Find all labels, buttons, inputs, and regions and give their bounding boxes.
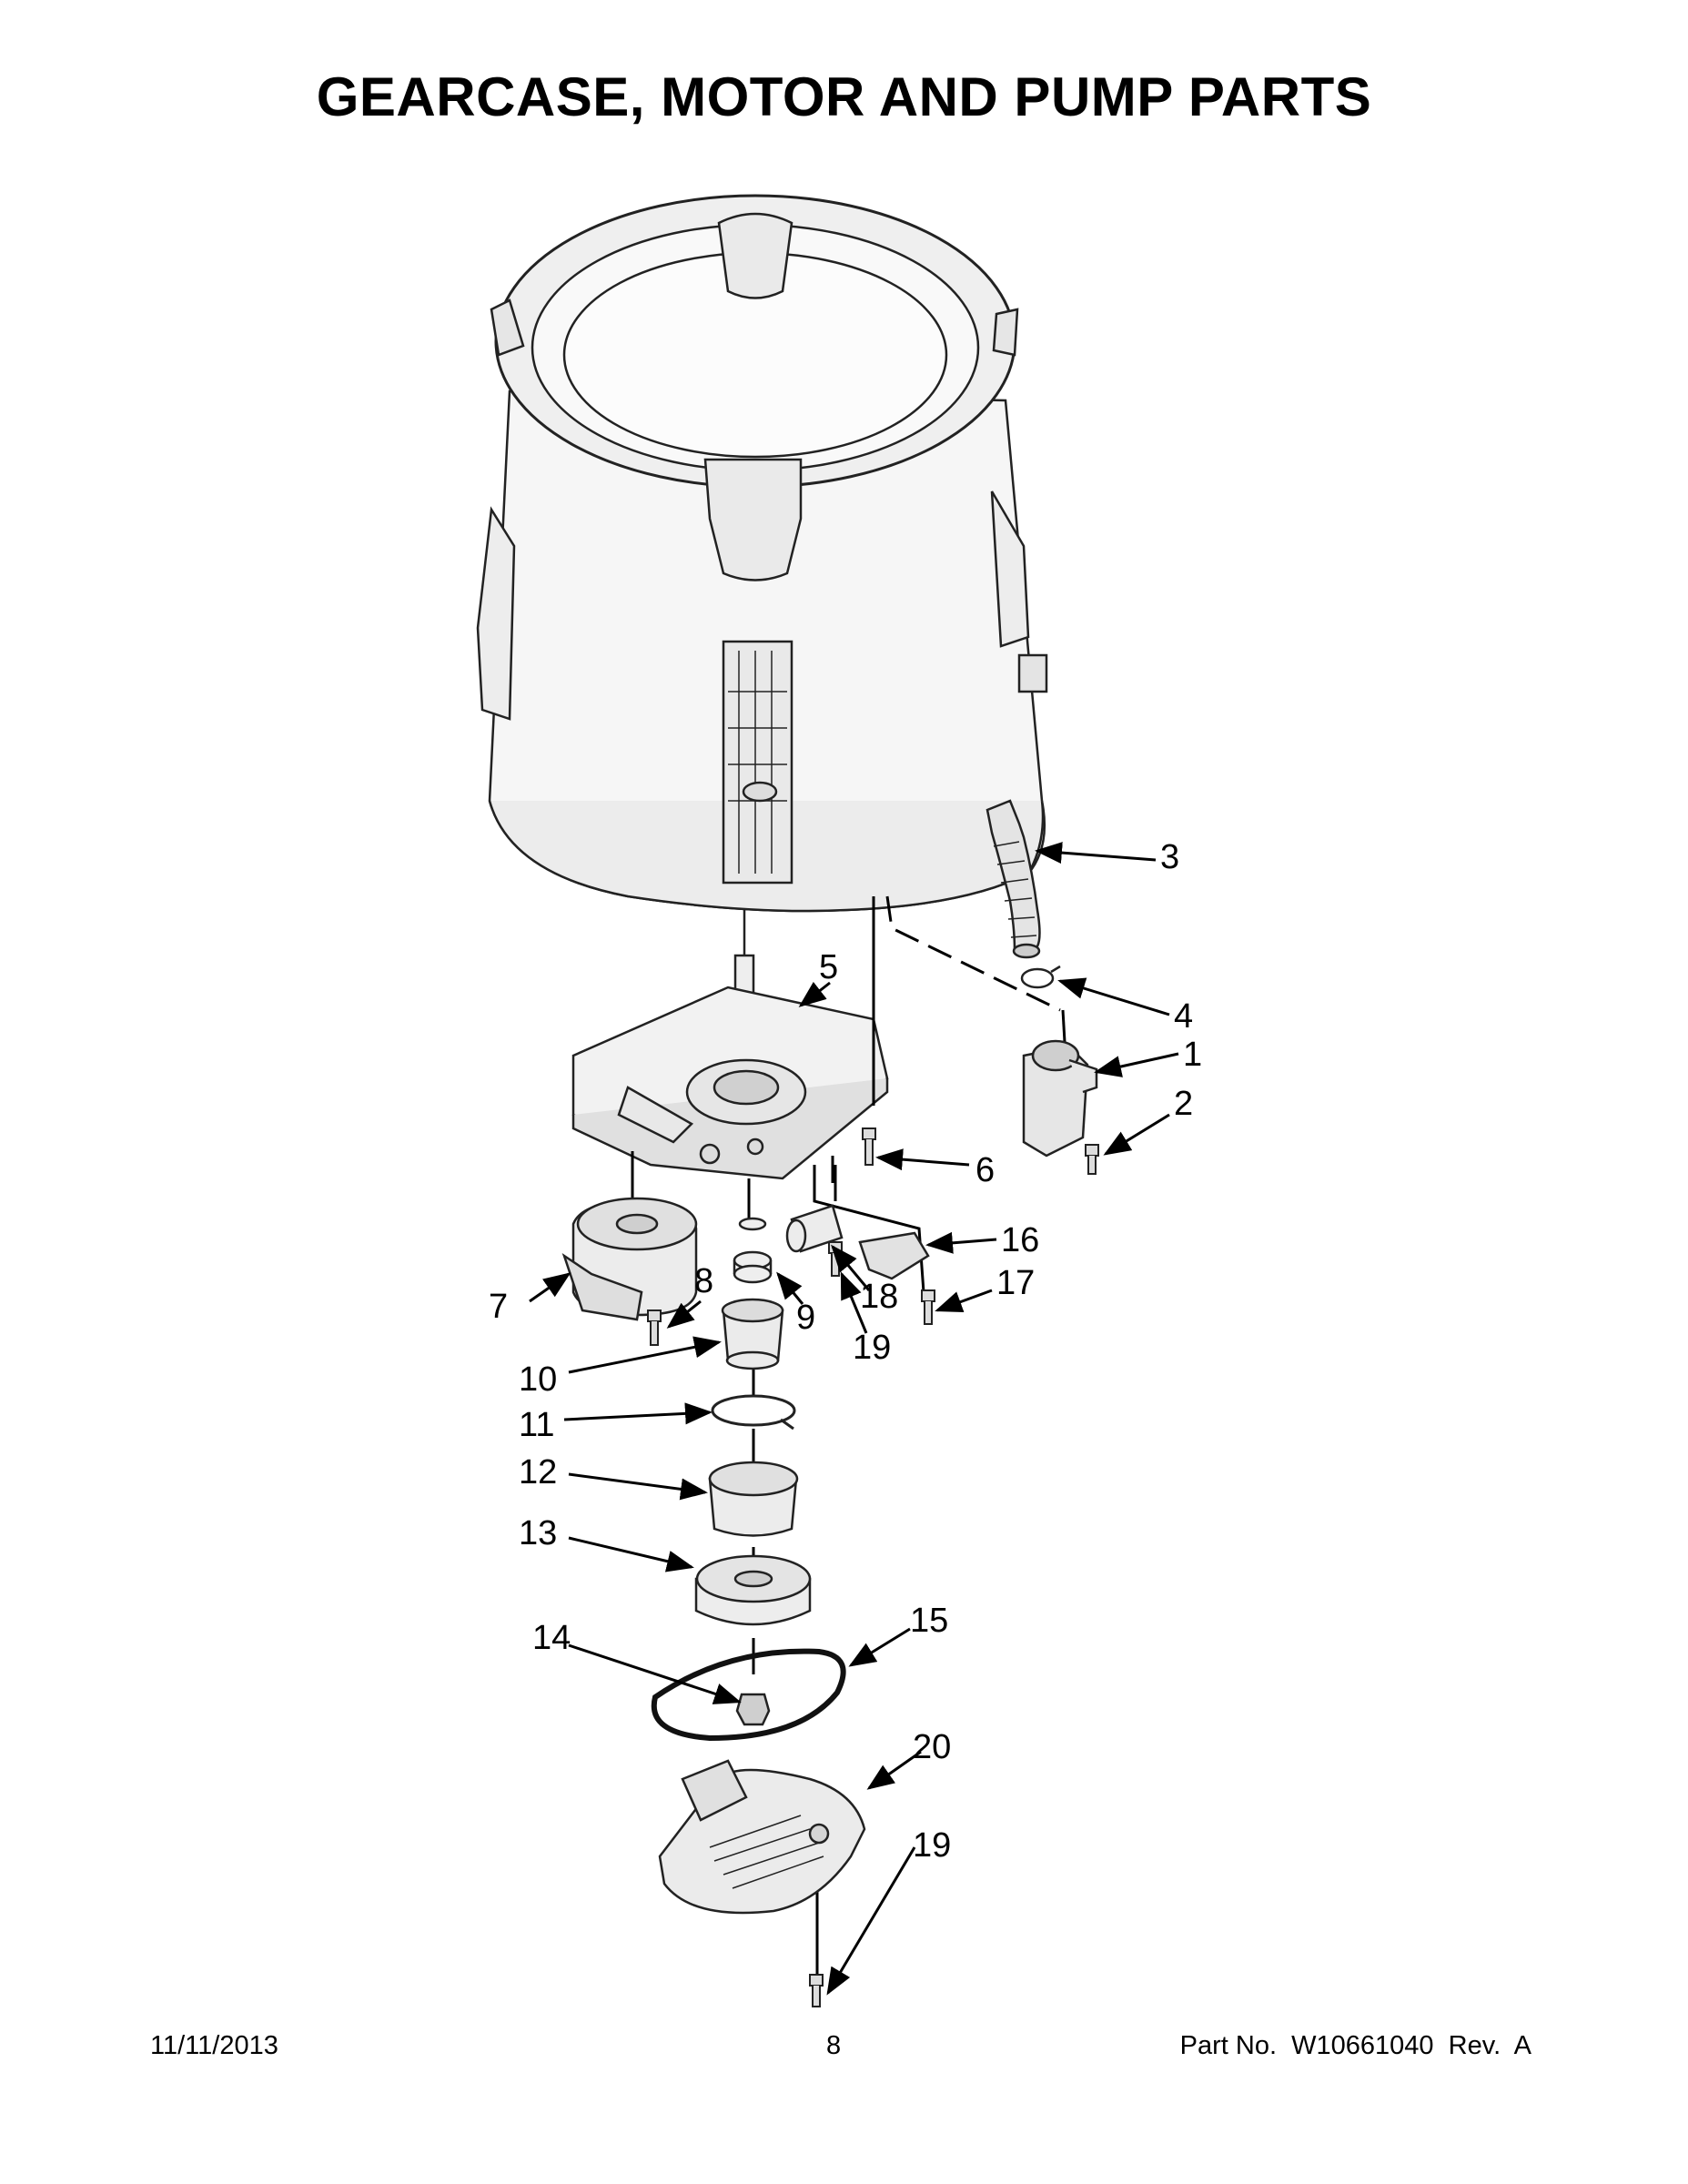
callout-arrows bbox=[529, 842, 1179, 1996]
pulley-shield bbox=[658, 1759, 866, 1915]
callout-12: 12 bbox=[519, 1453, 557, 1491]
callout-17: 17 bbox=[996, 1264, 1035, 1302]
drive-pulley bbox=[694, 1554, 812, 1626]
callout-6: 6 bbox=[975, 1151, 995, 1189]
clutch-band bbox=[708, 1461, 799, 1537]
drive-motor bbox=[561, 1197, 698, 1321]
retaining-ring bbox=[711, 1394, 796, 1431]
drain-hose bbox=[986, 799, 1041, 959]
callout-2: 2 bbox=[1174, 1085, 1193, 1123]
actuator-screw bbox=[828, 1241, 843, 1277]
callout-16: 16 bbox=[1001, 1221, 1039, 1259]
pump-screw bbox=[1085, 1144, 1099, 1175]
shift-actuator bbox=[785, 1204, 844, 1253]
hose-clamp bbox=[1020, 965, 1061, 989]
callout-15: 15 bbox=[910, 1602, 948, 1640]
callout-1: 1 bbox=[1183, 1036, 1202, 1074]
pulley-nut bbox=[735, 1693, 771, 1726]
outer-tub bbox=[476, 194, 1048, 913]
callout-13: 13 bbox=[519, 1514, 557, 1552]
callout-18: 18 bbox=[860, 1278, 898, 1316]
callout-8: 8 bbox=[694, 1262, 713, 1300]
footer-date: 11/11/2013 bbox=[150, 2031, 278, 2060]
callout-5: 5 bbox=[819, 948, 838, 986]
callout-labels: 1 2 3 4 5 6 7 8 9 10 11 12 13 14 15 16 1… bbox=[489, 838, 1202, 1865]
callout-14: 14 bbox=[532, 1619, 571, 1657]
plate-screw bbox=[862, 1127, 876, 1166]
callout-20: 20 bbox=[913, 1728, 951, 1766]
clutch-spring bbox=[733, 1217, 773, 1284]
gearcase-plate bbox=[571, 986, 889, 1180]
callout-11: 11 bbox=[519, 1406, 554, 1444]
footer-part-number: Part No. W10661040 Rev. A bbox=[1179, 2031, 1531, 2060]
callout-19b: 19 bbox=[913, 1826, 951, 1865]
callout-7: 7 bbox=[489, 1288, 508, 1326]
callout-10: 10 bbox=[519, 1360, 557, 1399]
harness-screw bbox=[921, 1289, 935, 1325]
drive-belt bbox=[651, 1648, 846, 1742]
callout-4: 4 bbox=[1174, 997, 1193, 1036]
callout-9: 9 bbox=[796, 1299, 815, 1337]
footer-page-number: 8 bbox=[826, 2031, 842, 2060]
page-title: GEARCASE, MOTOR AND PUMP PARTS bbox=[316, 66, 1372, 127]
clutch-drum bbox=[721, 1298, 784, 1370]
callout-3: 3 bbox=[1160, 838, 1179, 876]
motor-screw bbox=[647, 1309, 662, 1346]
drain-pump bbox=[1022, 1039, 1098, 1158]
callout-19a: 19 bbox=[853, 1329, 891, 1367]
shield-screw bbox=[809, 1974, 824, 2007]
wire-harness-bracket bbox=[858, 1231, 930, 1280]
